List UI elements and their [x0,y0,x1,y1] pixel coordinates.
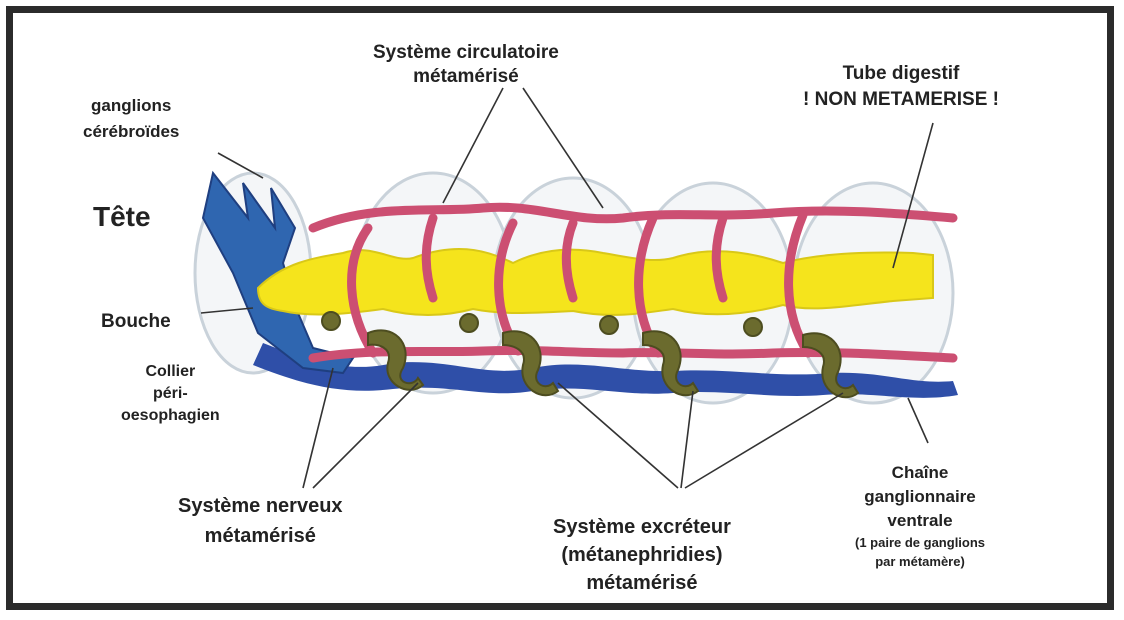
nervous-label-line2: métamérisé [178,521,343,551]
chain-label-line2: ganglionnaire [855,485,985,509]
excretory-label-line1: Système excréteur [553,513,731,541]
label-ventral-ganglion-chain: Chaîne ganglionnaire ventrale (1 paire d… [855,461,985,571]
collar-label-line3: oesophagien [121,405,220,427]
leader-nervous-b [313,383,418,488]
digestive-label-line1: Tube digestif [803,61,999,87]
label-head: Tête [93,201,151,233]
leader-excretory-a [558,383,678,488]
nervous-label-line1: Système nerveux [178,491,343,521]
label-peri-oesophageal-collar: Collier péri- oesophagien [121,361,220,427]
ganglia-label-line2: cérébroïdes [83,119,179,145]
collar-label-line2: péri- [121,383,220,405]
collar-label-line1: Collier [121,361,220,383]
circulatory-label-line1: Système circulatoire [373,41,559,65]
excretory-label-line3: métamérisé [553,569,731,597]
ganglia-label-line1: ganglions [83,93,179,119]
digestive-tube [258,249,933,315]
chain-label-line4: (1 paire de ganglions [855,533,985,553]
leader-circulatory-a [443,88,503,203]
digestive-label-line2: ! NON METAMERISE ! [803,87,999,113]
circulatory-label-line2: métamérisé [373,65,559,89]
chain-label-line5: par métamère) [855,553,985,571]
label-excretory-system: Système excréteur (métanephridies) métam… [553,513,731,597]
diagram-frame: Système circulatoire métamérisé Tube dig… [6,6,1114,610]
leader-excretory-b [681,391,693,488]
chain-label-line1: Chaîne [855,461,985,485]
label-nervous-system: Système nerveux métamérisé [178,491,343,551]
label-cerebral-ganglia: ganglions cérébroïdes [83,93,179,145]
leader-chain [908,398,928,443]
leader-nervous-a [303,368,333,488]
chain-label-line3: ventrale [855,509,985,533]
label-mouth: Bouche [101,311,171,333]
leader-excretory-c [685,393,843,488]
label-circulatory-system: Système circulatoire métamérisé [373,41,559,89]
label-digestive-tube: Tube digestif ! NON METAMERISE ! [803,61,999,113]
excretory-label-line2: (métanephridies) [553,541,731,569]
